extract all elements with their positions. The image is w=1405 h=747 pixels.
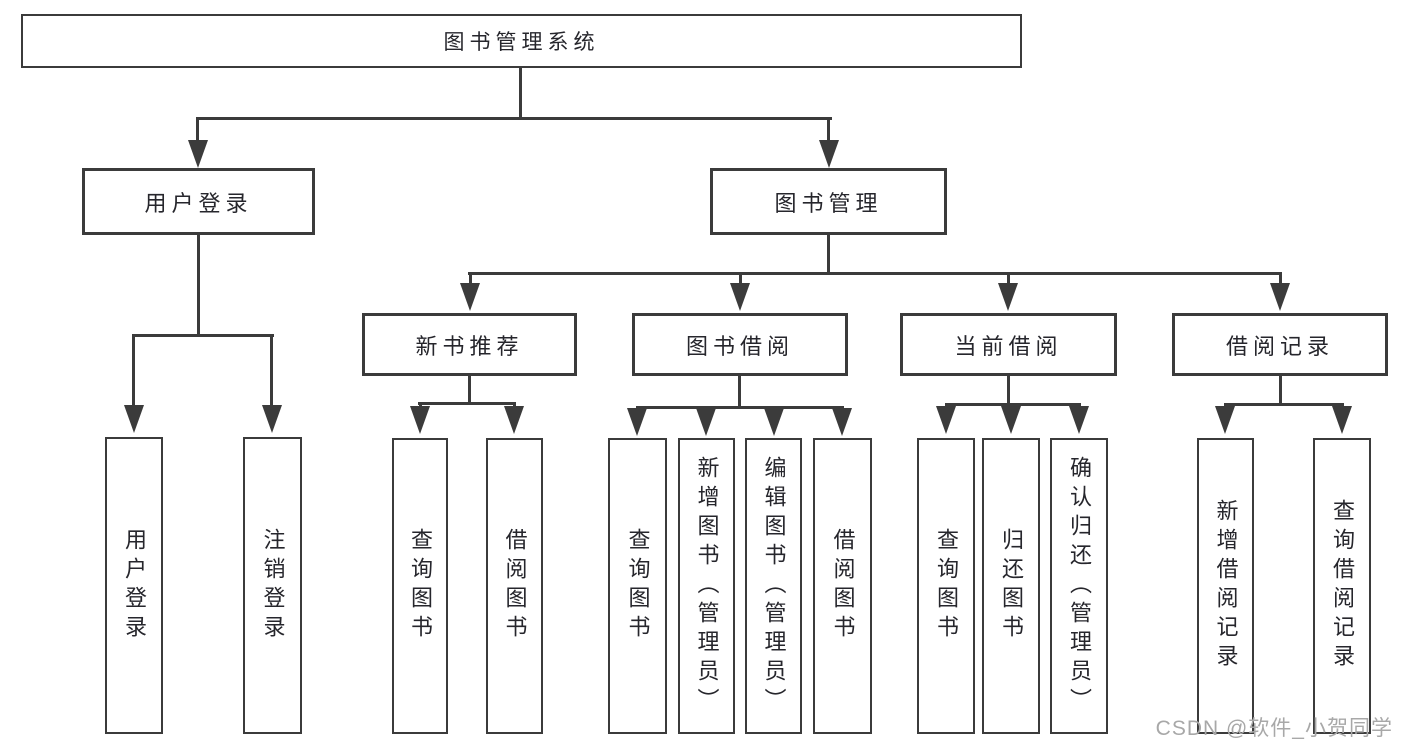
leaf-query-borrow-record: 查询借阅记录 <box>1313 438 1371 734</box>
arrow-down-icon <box>1270 283 1290 311</box>
arrow-down-icon <box>504 406 524 434</box>
connector-line <box>468 374 471 404</box>
connector-line <box>196 117 832 120</box>
arrow-down-icon <box>936 406 956 434</box>
leaf-label: 查询借阅记录 <box>1330 499 1355 673</box>
arrow-down-icon <box>1069 406 1089 434</box>
leaf-label: 编辑图书（管理员） <box>761 455 787 717</box>
arrow-down-icon <box>460 283 480 311</box>
node-new-book-recommend: 新书推荐 <box>362 313 577 376</box>
arrow-down-icon <box>730 283 750 311</box>
leaf-label: 查询图书 <box>934 528 959 644</box>
leaf-add-borrow-record: 新增借阅记录 <box>1197 438 1254 734</box>
leaf-user-login: 用户登录 <box>105 437 163 734</box>
connector-line <box>1224 403 1344 406</box>
connector-line <box>1007 374 1010 406</box>
node-current-borrow: 当前借阅 <box>900 313 1117 376</box>
leaf-label: 借阅图书 <box>830 528 856 644</box>
node-borrow-records: 借阅记录 <box>1172 313 1388 376</box>
leaf-label: 用户登录 <box>122 527 147 644</box>
arrow-down-icon <box>1001 406 1021 434</box>
connector-line <box>1279 272 1282 284</box>
connector-line <box>132 334 135 407</box>
connector-line <box>519 66 522 119</box>
arrow-down-icon <box>262 405 282 433</box>
connector-line <box>739 272 742 284</box>
arrow-down-icon <box>819 140 839 168</box>
connector-line <box>270 334 273 407</box>
arrow-down-icon <box>410 406 430 434</box>
connector-line <box>1279 374 1282 406</box>
arrow-down-icon <box>124 405 144 433</box>
leaf-borrow-book-2: 借阅图书 <box>813 438 872 734</box>
watermark: CSDN @软件_小贺同学 <box>1155 717 1393 740</box>
connector-line <box>196 117 199 143</box>
leaf-label: 新增图书（管理员） <box>694 455 720 717</box>
leaf-confirm-return-admin: 确认归还（管理员） <box>1050 438 1108 734</box>
connector-line <box>197 233 200 337</box>
connector-line <box>945 403 1081 406</box>
leaf-add-book-admin: 新增图书（管理员） <box>678 438 735 734</box>
node-book-management: 图书管理 <box>710 168 947 235</box>
leaf-label: 归还图书 <box>999 528 1024 644</box>
leaf-label: 查询图书 <box>408 528 433 644</box>
leaf-label: 借阅图书 <box>502 528 528 644</box>
leaf-query-book-1: 查询图书 <box>392 438 448 734</box>
leaf-label: 确认归还（管理员） <box>1067 455 1092 717</box>
connector-line <box>636 406 844 409</box>
connector-line <box>133 334 274 337</box>
arrow-down-icon <box>1332 406 1352 434</box>
leaf-edit-book-admin: 编辑图书（管理员） <box>745 438 802 734</box>
leaf-borrow-book-1: 借阅图书 <box>486 438 543 734</box>
node-user-login: 用户登录 <box>82 168 315 235</box>
connector-line <box>738 374 741 409</box>
node-book-borrow: 图书借阅 <box>632 313 848 376</box>
leaf-label: 查询图书 <box>625 528 651 644</box>
leaf-logout: 注销登录 <box>243 437 302 734</box>
arrow-down-icon <box>832 408 852 436</box>
leaf-return-book: 归还图书 <box>982 438 1040 734</box>
connector-line <box>1007 272 1010 284</box>
connector-line <box>469 272 472 284</box>
connector-line <box>827 117 830 143</box>
leaf-query-book-2: 查询图书 <box>608 438 667 734</box>
leaf-query-book-3: 查询图书 <box>917 438 975 734</box>
node-root: 图书管理系统 <box>21 14 1022 68</box>
connector-line <box>468 272 1282 275</box>
arrow-down-icon <box>1215 406 1235 434</box>
arrow-down-icon <box>696 408 716 436</box>
leaf-label: 新增借阅记录 <box>1213 499 1239 673</box>
arrow-down-icon <box>998 283 1018 311</box>
arrow-down-icon <box>188 140 208 168</box>
connector-line <box>827 233 830 275</box>
leaf-label: 注销登录 <box>260 527 286 644</box>
arrow-down-icon <box>627 408 647 436</box>
arrow-down-icon <box>764 408 784 436</box>
connector-line <box>418 402 516 405</box>
